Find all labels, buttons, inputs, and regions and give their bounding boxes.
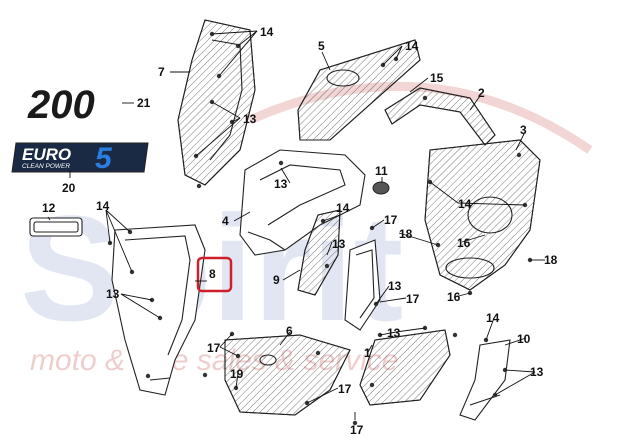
part-9-bracket (297, 209, 341, 296)
part-lower-grille (359, 329, 451, 406)
highlight-box[interactable] (196, 256, 233, 293)
highlighted-callout-8[interactable]: 8 (195, 256, 233, 293)
callout-17: 17 (384, 213, 398, 227)
part-3-inner-shield (424, 139, 541, 291)
leader-lines (47, 30, 545, 420)
callout-4: 4 (222, 214, 229, 228)
callout-8-highlighted[interactable]: 8 (209, 267, 216, 281)
callout-17: 17 (350, 423, 364, 437)
callout-11: 11 (375, 164, 388, 178)
callout-20: 20 (62, 181, 76, 195)
callout-13: 13 (530, 365, 544, 379)
part-12-label-plate (29, 217, 83, 237)
part-5-upper-shell (297, 39, 421, 141)
watermark-swoosh (248, 81, 593, 154)
callout-13: 13 (388, 279, 402, 293)
callout-3: 3 (520, 123, 527, 137)
part-11-cap (372, 181, 390, 195)
callout-1: 1 (364, 346, 371, 360)
part-4-front-cover (239, 149, 366, 256)
euro-text: EURO (22, 145, 71, 164)
callout-7: 7 (158, 65, 165, 79)
part-1-side-panel (344, 239, 381, 331)
callout-16: 16 (457, 236, 471, 250)
part-8-leg-shield (111, 224, 206, 396)
callout-19: 19 (230, 367, 244, 381)
callout-13: 13 (387, 326, 401, 340)
callout-14: 14 (96, 199, 110, 213)
callout-15: 15 (430, 71, 444, 85)
callout-9: 9 (273, 273, 280, 287)
callout-17: 17 (207, 341, 221, 355)
callout-14: 14 (260, 25, 274, 39)
callout-14: 14 (486, 311, 500, 325)
euro5-decal: EURO 5 CLEAN POWER (11, 142, 149, 175)
callout-17: 17 (406, 292, 420, 306)
callout-16: 16 (447, 290, 461, 304)
callout-14: 14 (405, 39, 419, 53)
callout-6: 6 (286, 324, 293, 338)
part-10-bracket (459, 339, 511, 421)
model-logo-200: 200 (27, 83, 95, 127)
callout-18: 18 (544, 253, 558, 267)
callout-14: 14 (458, 197, 472, 211)
callout-10: 10 (517, 332, 531, 346)
part-7-inner-panel (177, 19, 256, 186)
callout-21: 21 (137, 96, 151, 110)
part-6-floor-panel (224, 334, 351, 416)
callout-5: 5 (318, 39, 325, 53)
callout-13: 13 (243, 112, 257, 126)
model-logo-text: 200 (27, 83, 95, 127)
euro-tagline: CLEAN POWER (22, 163, 70, 170)
callout-2: 2 (478, 86, 485, 100)
callout-14: 14 (336, 201, 350, 215)
callout-labels: 14 7 13 5 14 15 2 3 21 20 13 11 14 12 14… (42, 25, 558, 437)
callout-17: 17 (338, 382, 352, 396)
callout-13: 13 (106, 287, 120, 301)
callout-13: 13 (274, 177, 288, 191)
euro-number: 5 (95, 142, 113, 175)
callout-12: 12 (42, 201, 56, 215)
callout-18: 18 (399, 227, 413, 241)
callout-13: 13 (332, 237, 346, 251)
